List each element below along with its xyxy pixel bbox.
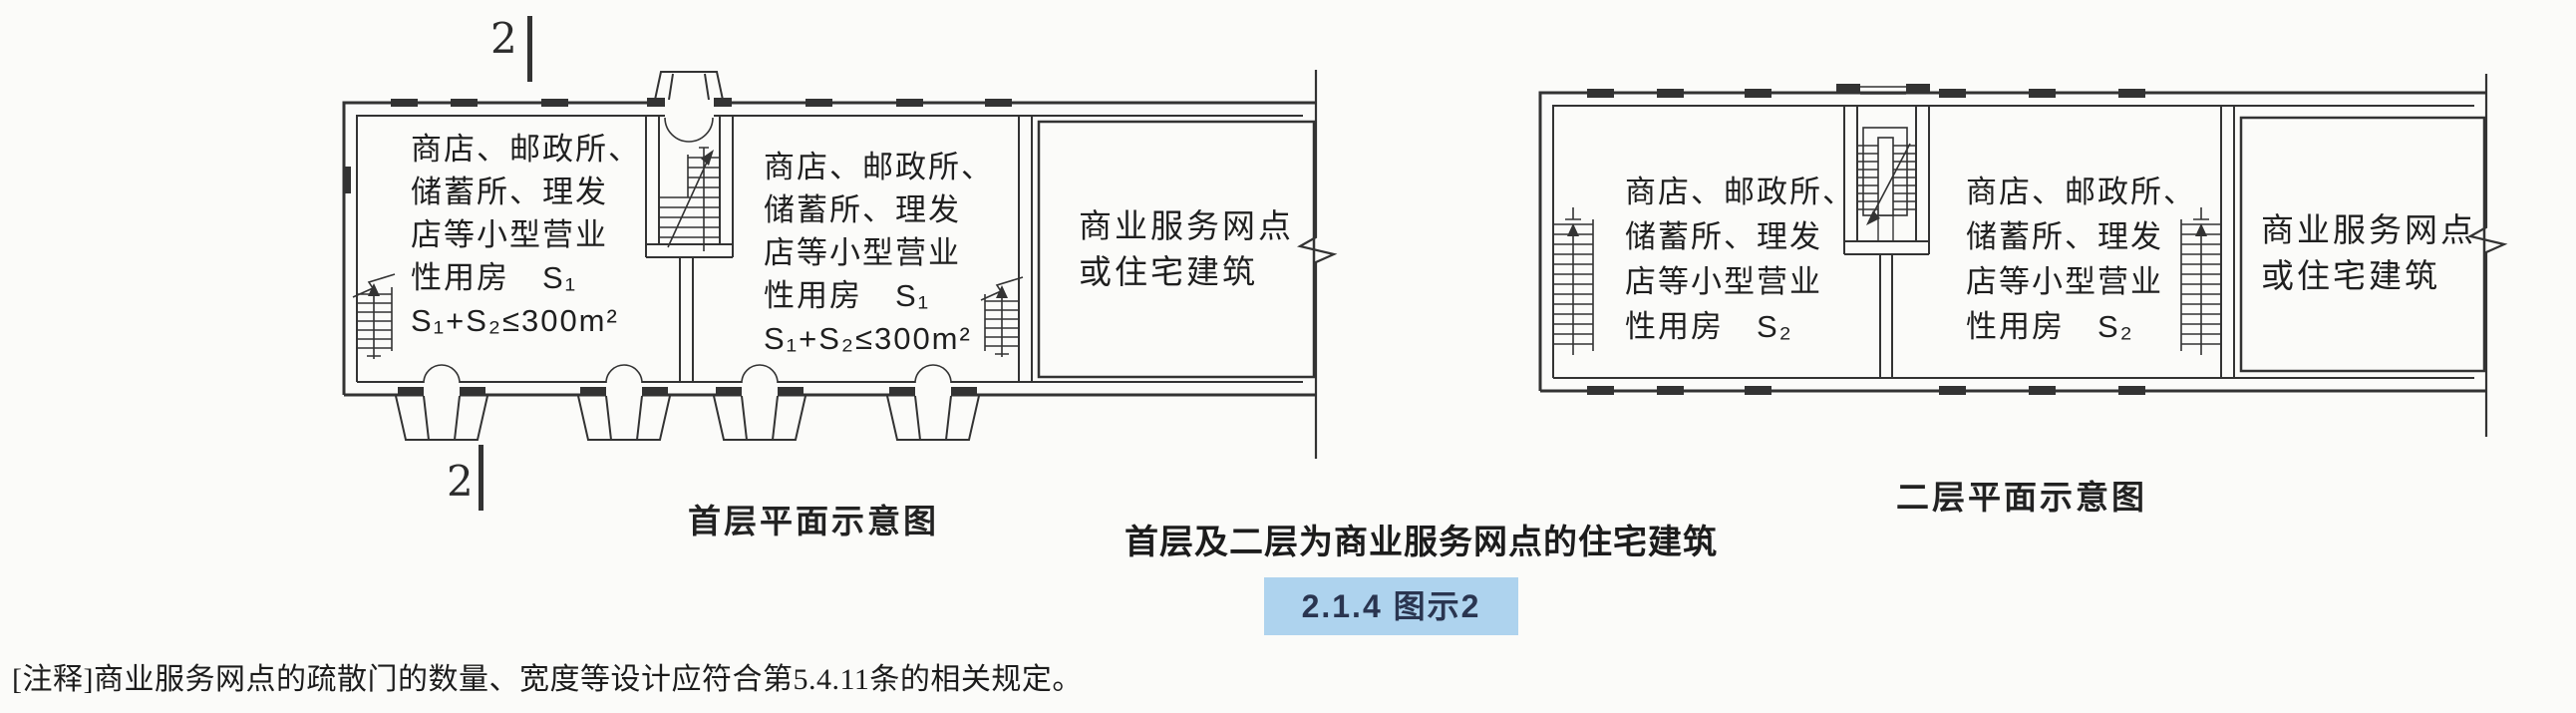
room-text-line: 性用房 S₁ xyxy=(411,260,578,295)
plan1-outlet-label: 商业服务网点 或住宅建筑 xyxy=(1079,203,1294,295)
room-text-line: 商店、邮政所、 xyxy=(1966,175,2196,209)
break-line xyxy=(2467,74,2508,437)
exterior-wall-inner xyxy=(1552,105,2474,379)
stair-arrowhead xyxy=(701,150,714,166)
room-text-line: 店等小型营业 xyxy=(764,235,961,270)
entrance-stoops xyxy=(395,395,980,441)
room-text-line: 商店、邮政所、 xyxy=(764,150,994,184)
stair-arrowhead xyxy=(368,283,380,296)
stair-direction-line xyxy=(1869,143,1911,220)
plan2-room1-label: 商店、邮政所、 储蓄所、理发 店等小型营业 性用房 S₂ xyxy=(1625,170,1855,349)
plan2-title: 二层平面示意图 xyxy=(1896,479,2147,516)
room-text-line: 店等小型营业 xyxy=(411,217,608,252)
break-line xyxy=(1297,70,1338,459)
stair-arrowhead xyxy=(1866,210,1880,225)
room-text-line: 商业服务网点 xyxy=(1079,207,1294,244)
section-number-top: 2 xyxy=(490,14,517,63)
first-floor-plan xyxy=(342,16,1338,511)
plan2-room2-label: 商店、邮政所、 储蓄所、理发 店等小型营业 性用房 S₂ xyxy=(1966,170,2196,349)
door-swing-arcs xyxy=(423,364,952,384)
exterior-wall-outer xyxy=(1538,91,2487,393)
room-text-line: 商业服务网点 xyxy=(2261,211,2476,248)
room-text-line: 储蓄所、理发 xyxy=(1966,219,2163,254)
stairwell-stair xyxy=(659,147,720,251)
room-area-formula: S₁+S₂≤300m² xyxy=(411,303,619,338)
unit-dividing-wall xyxy=(1018,116,1033,382)
room-area-formula: S₁+S₂≤300m² xyxy=(764,321,972,356)
room-text-line: 性用房 S₂ xyxy=(1625,309,1793,344)
room-text-line: 商店、邮政所、 xyxy=(411,132,641,167)
outlet-room-box xyxy=(2239,116,2486,373)
section-number-bottom: 2 xyxy=(447,457,474,506)
stairwell-walls xyxy=(645,116,734,382)
stair-arrowhead xyxy=(1567,223,1579,236)
plan2-outlet-label: 商业服务网点 或住宅建筑 xyxy=(2261,207,2476,299)
plan1-title: 首层平面示意图 xyxy=(688,503,939,539)
room-text-line: 储蓄所、理发 xyxy=(411,175,608,209)
room2-stair xyxy=(980,276,1024,357)
figure-caption: 首层及二层为商业服务网点的住宅建筑 xyxy=(1125,524,1718,561)
stairwell-walls xyxy=(1843,106,1930,378)
unit-dividing-wall xyxy=(2220,106,2235,378)
figure-tag: 2.1.4 图示2 xyxy=(1264,577,1518,635)
room-text-line: 储蓄所、理发 xyxy=(1625,219,1822,254)
section-cut-bar-bottom xyxy=(479,445,483,511)
stair-entrance-swing xyxy=(664,117,714,143)
room-text-line: 店等小型营业 xyxy=(1966,264,2163,299)
room-text-line: 性用房 S₂ xyxy=(1966,309,2134,344)
room-text-line: 或住宅建筑 xyxy=(2261,257,2440,294)
stair-handrail xyxy=(1877,137,1894,216)
annotation-note: [注释]商业服务网点的疏散门的数量、宽度等设计应符合第5.4.11条的相关规定。 xyxy=(12,663,1083,696)
section-cut-bar-top xyxy=(527,16,532,82)
room-text-line: 店等小型营业 xyxy=(1625,264,1822,299)
stair-arrowhead xyxy=(996,285,1008,298)
stair-arrowhead xyxy=(2195,223,2207,236)
plan1-room1-label: 商店、邮政所、 储蓄所、理发 店等小型营业 性用房 S₁ S₁+S₂≤300m² xyxy=(411,128,641,342)
room-text-line: 商店、邮政所、 xyxy=(1625,175,1855,209)
room-text-line: 或住宅建筑 xyxy=(1079,253,1258,290)
exterior-wall-outer xyxy=(342,101,1316,397)
room-text-line: 储蓄所、理发 xyxy=(764,192,961,227)
second-floor-plan xyxy=(1538,74,2508,437)
stairwell-bay-window xyxy=(1860,86,1906,95)
window-marks xyxy=(1587,84,2145,395)
plan1-room2-label: 商店、邮政所、 储蓄所、理发 店等小型营业 性用房 S₁ S₁+S₂≤300m² xyxy=(764,146,994,360)
room-text-line: 性用房 S₁ xyxy=(764,278,931,313)
stair-entrance-stoop xyxy=(654,71,724,101)
window-and-jamb-marks xyxy=(343,16,1012,511)
